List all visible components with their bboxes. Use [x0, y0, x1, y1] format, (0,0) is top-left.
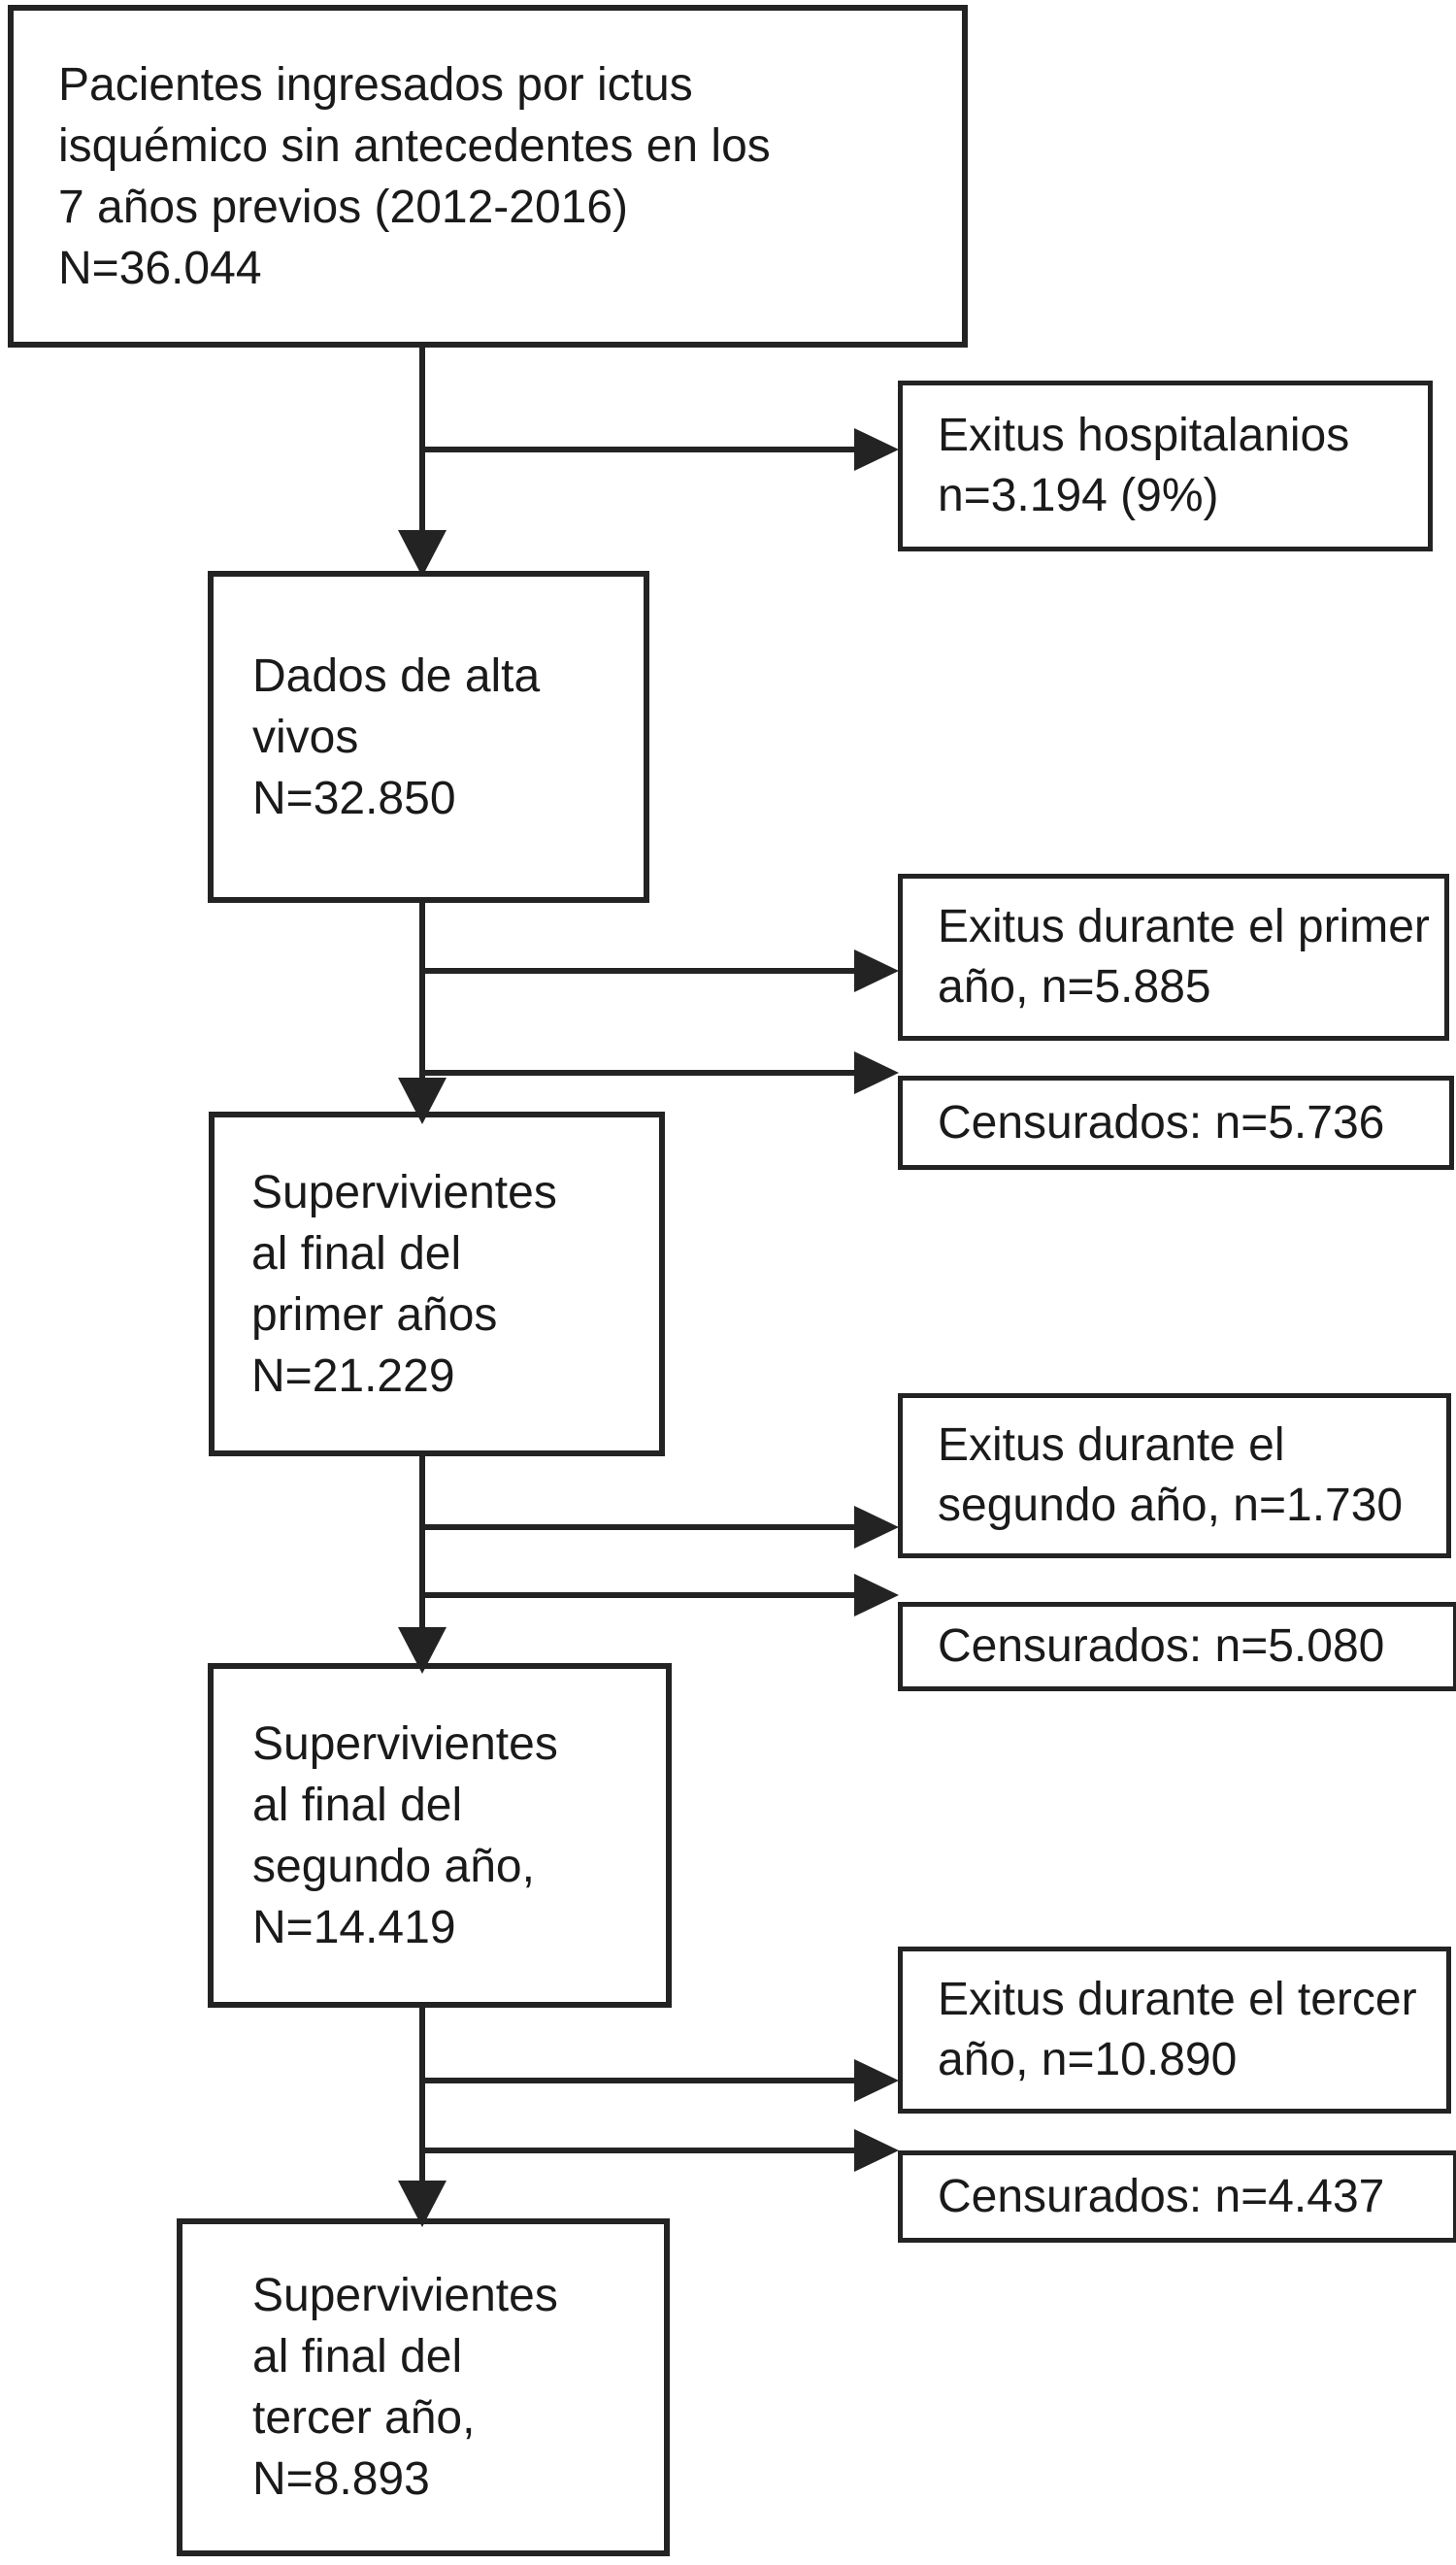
arrowhead-alive-discharge	[398, 530, 447, 577]
connector-stem-1	[419, 348, 425, 534]
arrowhead-censored-year3	[854, 2129, 899, 2172]
arrowhead-survivors-year1	[398, 1078, 447, 1124]
connector-branch-exitus-year1	[419, 968, 858, 974]
box-censored-year1: Censurados: n=5.736	[898, 1076, 1454, 1170]
connector-branch-censored-year3	[419, 2148, 858, 2153]
box-exitus-year2: Exitus durante el segundo año, n=1.730	[898, 1393, 1451, 1558]
box-exitus-year1: Exitus durante el primer año, n=5.885	[898, 874, 1449, 1041]
connector-branch-censored-year1	[419, 1070, 858, 1076]
box-alive-discharge: Dados de alta vivos N=32.850	[208, 571, 649, 903]
arrowhead-exitus-year2	[854, 1506, 899, 1549]
box-censored-year3: Censurados: n=4.437	[898, 2150, 1456, 2243]
connector-branch-censored-year2	[419, 1592, 858, 1598]
box-survivors-year3: Supervivientes al final del tercer año, …	[177, 2218, 670, 2556]
connector-stem-2	[419, 903, 425, 1085]
box-censored-year2: Censurados: n=5.080	[898, 1602, 1456, 1691]
arrowhead-exitus-year3	[854, 2059, 899, 2102]
arrowhead-survivors-year3	[398, 2181, 447, 2227]
arrowhead-exitus-hospital	[854, 428, 899, 471]
arrowhead-censored-year1	[854, 1051, 899, 1094]
box-initial-cohort: Pacientes ingresados por ictus isquémico…	[8, 5, 968, 348]
connector-branch-exitus-hospital	[419, 447, 858, 452]
box-survivors-year2: Supervivientes al final del segundo año,…	[208, 1663, 672, 2008]
arrowhead-censored-year2	[854, 1574, 899, 1616]
arrowhead-survivors-year2	[398, 1627, 447, 1674]
connector-stem-4	[419, 2008, 425, 2186]
arrowhead-exitus-year1	[854, 949, 899, 992]
box-exitus-year3: Exitus durante el tercer año, n=10.890	[898, 1947, 1451, 2114]
connector-branch-exitus-year2	[419, 1524, 858, 1530]
box-survivors-year1: Supervivientes al final del primer años …	[209, 1112, 665, 1456]
connector-branch-exitus-year3	[419, 2078, 858, 2083]
connector-stem-3	[419, 1456, 425, 1637]
box-exitus-hospital: Exitus hospitalanios n=3.194 (9%)	[898, 381, 1433, 551]
